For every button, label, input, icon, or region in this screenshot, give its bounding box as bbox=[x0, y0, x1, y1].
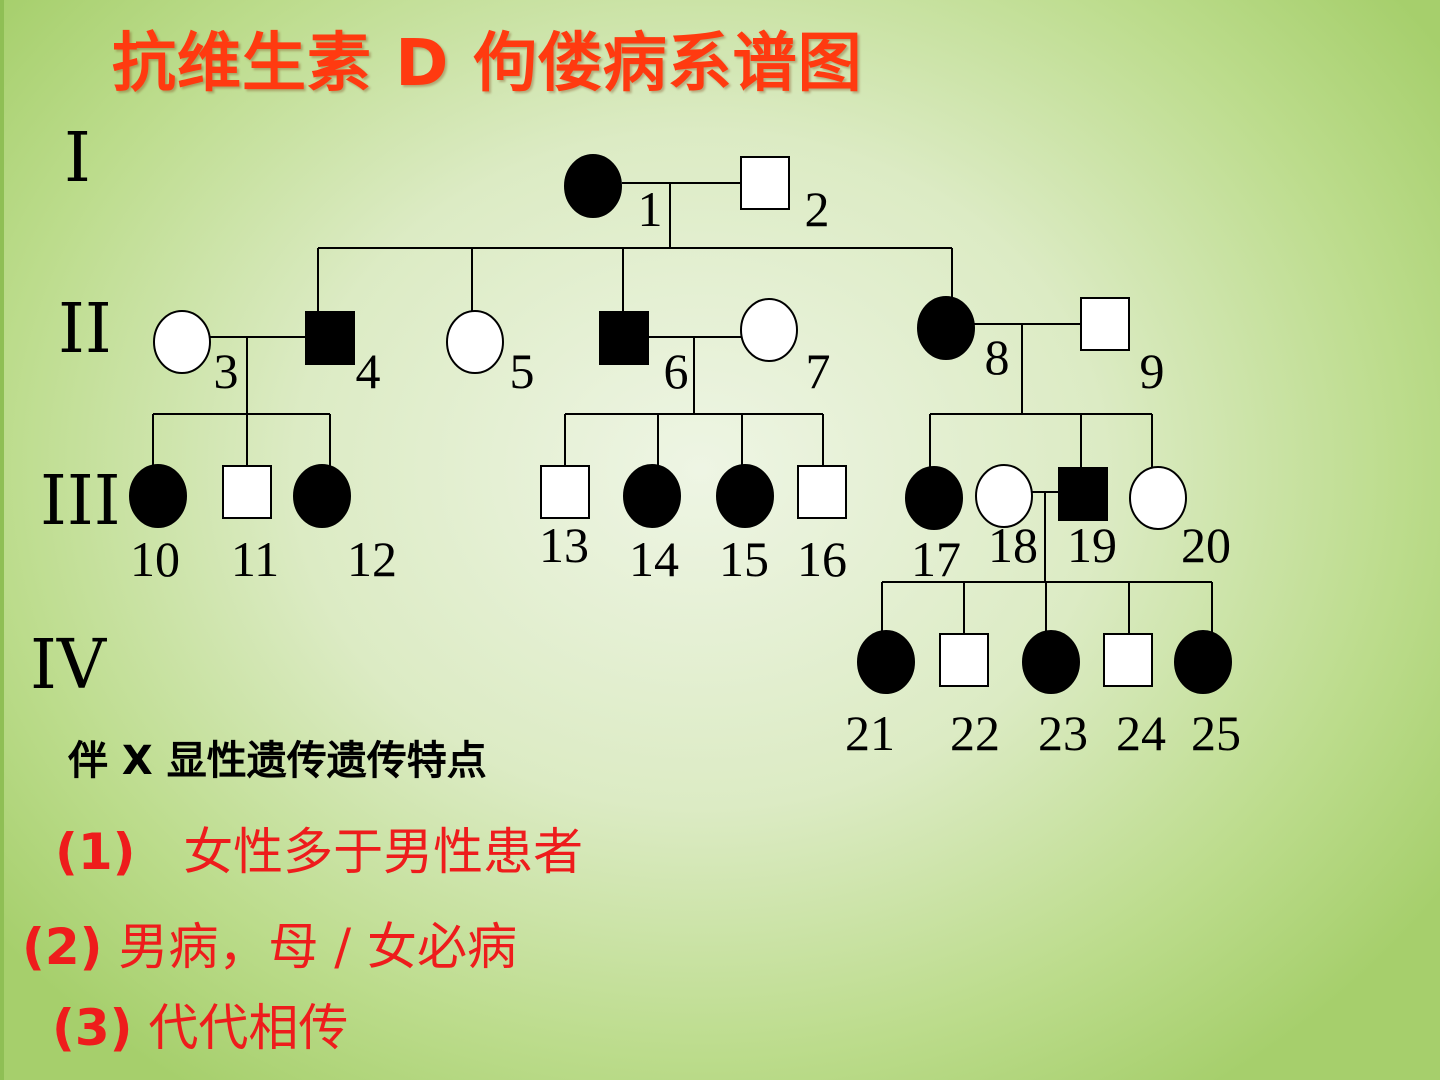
trait-2-number: (2) bbox=[22, 918, 103, 976]
individual-number-19: 19 bbox=[1067, 517, 1117, 573]
individual-number-2: 2 bbox=[805, 181, 830, 237]
individual-23-circle bbox=[1022, 630, 1080, 694]
generation-label-1: I bbox=[64, 119, 91, 198]
individual-22-square bbox=[939, 633, 989, 687]
trait-1-number: (1) bbox=[55, 823, 136, 881]
individual-number-3: 3 bbox=[214, 343, 239, 399]
trait-3: (3) 代代相传 bbox=[52, 988, 348, 1060]
trait-3-text: 代代相传 bbox=[148, 999, 349, 1057]
individual-11-square bbox=[222, 465, 272, 519]
individual-13-square bbox=[540, 465, 590, 519]
individual-number-9: 9 bbox=[1140, 343, 1165, 399]
individual-number-16: 16 bbox=[797, 531, 847, 587]
generation-label-3: III bbox=[40, 462, 121, 541]
individual-15-circle bbox=[716, 464, 774, 528]
individual-number-25: 25 bbox=[1191, 705, 1241, 761]
individual-number-13: 13 bbox=[539, 517, 589, 573]
inheritance-subtitle: 伴 X 显性遗传遗传特点 bbox=[68, 738, 487, 784]
individual-19-square bbox=[1058, 467, 1108, 521]
individual-18-circle bbox=[975, 464, 1033, 528]
individual-14-circle bbox=[623, 464, 681, 528]
individual-number-24: 24 bbox=[1116, 705, 1166, 761]
individual-4-square bbox=[305, 311, 355, 365]
slide-left-edge bbox=[0, 0, 4, 1080]
individual-number-10: 10 bbox=[130, 531, 180, 587]
individual-number-14: 14 bbox=[629, 531, 679, 587]
individual-number-15: 15 bbox=[719, 531, 769, 587]
pedigree-lines bbox=[152, 182, 1213, 634]
individual-number-22: 22 bbox=[950, 705, 1000, 761]
individual-10-circle bbox=[129, 464, 187, 528]
generation-label-2: II bbox=[58, 290, 112, 369]
individual-2-square bbox=[740, 156, 790, 210]
trait-1: (1) 女性多于男性患者 bbox=[55, 812, 583, 884]
individual-3-circle bbox=[153, 310, 211, 374]
individual-9-square bbox=[1080, 297, 1130, 351]
individual-17-circle bbox=[905, 466, 963, 530]
individual-number-4: 4 bbox=[356, 343, 381, 399]
individual-number-23: 23 bbox=[1038, 705, 1088, 761]
individual-1-circle bbox=[564, 154, 622, 218]
individual-number-17: 17 bbox=[911, 531, 961, 587]
individual-number-21: 21 bbox=[845, 705, 895, 761]
individual-16-square bbox=[797, 465, 847, 519]
trait-2-text: 男病，母 / 女必病 bbox=[118, 918, 518, 976]
page-title: 抗维生素 D 佝偻病系谱图 bbox=[112, 27, 863, 101]
individual-number-11: 11 bbox=[231, 531, 279, 587]
generation-label-4: IV bbox=[30, 626, 106, 705]
individual-number-18: 18 bbox=[988, 517, 1038, 573]
individual-number-6: 6 bbox=[664, 343, 689, 399]
individual-8-circle bbox=[917, 296, 975, 360]
individual-6-square bbox=[599, 311, 649, 365]
trait-3-number: (3) bbox=[52, 999, 133, 1057]
pedigree-symbols bbox=[129, 154, 1232, 694]
trait-1-text: 女性多于男性患者 bbox=[183, 823, 584, 881]
individual-number-8: 8 bbox=[985, 329, 1010, 385]
individual-number-1: 1 bbox=[638, 181, 663, 237]
individual-20-circle bbox=[1129, 466, 1187, 530]
individual-number-7: 7 bbox=[806, 343, 831, 399]
individual-24-square bbox=[1103, 633, 1153, 687]
trait-2: (2) 男病，母 / 女必病 bbox=[22, 907, 517, 979]
individual-7-circle bbox=[740, 298, 798, 362]
individual-12-circle bbox=[293, 464, 351, 528]
individual-5-circle bbox=[446, 310, 504, 374]
individual-number-12: 12 bbox=[347, 531, 397, 587]
individual-25-circle bbox=[1174, 630, 1232, 694]
individual-21-circle bbox=[857, 630, 915, 694]
individual-number-20: 20 bbox=[1181, 517, 1231, 573]
individual-number-5: 5 bbox=[510, 343, 535, 399]
